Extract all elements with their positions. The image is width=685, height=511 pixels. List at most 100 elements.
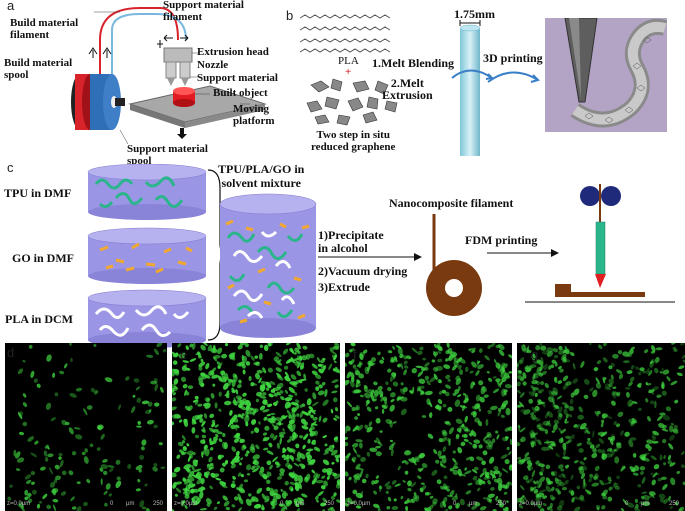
cell — [303, 373, 307, 380]
cell — [203, 471, 210, 477]
cell — [447, 378, 451, 382]
cell — [288, 394, 294, 398]
cell — [258, 421, 261, 425]
cell — [464, 415, 468, 423]
cell — [172, 472, 177, 478]
cell — [433, 343, 438, 349]
cell — [539, 508, 545, 511]
cell — [374, 406, 379, 410]
cell — [400, 408, 407, 416]
cell — [262, 432, 268, 436]
cell — [662, 438, 667, 444]
cell — [97, 424, 104, 430]
cell — [289, 381, 298, 385]
cell — [231, 446, 236, 452]
cell — [584, 427, 589, 434]
cell — [276, 476, 283, 480]
cell — [211, 374, 219, 379]
cell — [345, 362, 347, 367]
cell — [438, 407, 442, 411]
cell — [148, 408, 152, 413]
cell — [433, 449, 438, 455]
cell — [255, 398, 260, 403]
cell — [181, 440, 186, 444]
cell — [385, 490, 389, 494]
cell — [493, 470, 501, 475]
cell — [310, 408, 316, 415]
cell — [44, 444, 49, 449]
cell — [602, 357, 608, 363]
cell — [497, 407, 502, 412]
cell — [565, 381, 572, 386]
cell — [179, 449, 185, 454]
cell — [305, 451, 311, 458]
cell — [100, 478, 103, 486]
cell — [557, 479, 562, 482]
cell — [389, 439, 393, 443]
cell — [532, 372, 536, 381]
cell — [200, 382, 205, 387]
cell — [535, 360, 540, 363]
cell — [551, 496, 556, 500]
cell — [443, 364, 451, 369]
cell — [273, 435, 278, 441]
cell — [192, 451, 196, 456]
cell — [530, 441, 535, 448]
cell — [65, 421, 70, 426]
cell — [246, 411, 255, 415]
cell — [585, 430, 591, 434]
cell — [238, 507, 242, 511]
cell — [479, 472, 485, 478]
cell — [449, 467, 455, 472]
label-pla-dcm: PLA in DCM — [5, 312, 74, 326]
cell — [187, 455, 191, 462]
cell — [71, 506, 77, 510]
cell — [558, 412, 563, 418]
cell — [352, 364, 357, 369]
micrograph-d-unit: µm — [126, 501, 135, 507]
cell — [174, 493, 178, 497]
cell — [16, 457, 25, 463]
cell — [324, 447, 330, 453]
cell — [421, 415, 427, 418]
cell — [483, 394, 489, 398]
cell — [476, 404, 481, 409]
cell — [390, 357, 395, 362]
cell — [579, 427, 588, 430]
cell — [447, 347, 453, 354]
cell — [375, 418, 381, 424]
cell — [267, 403, 273, 408]
cell — [221, 485, 228, 489]
cell — [533, 488, 539, 494]
cell — [471, 469, 478, 474]
cell — [262, 409, 270, 413]
cell — [270, 415, 276, 421]
cell — [500, 403, 507, 410]
cell — [311, 401, 319, 407]
cell — [285, 343, 292, 346]
cell — [135, 465, 143, 470]
cell — [36, 503, 41, 509]
tpu-cylinder — [87, 164, 207, 220]
cell — [286, 447, 293, 453]
cell — [294, 477, 299, 482]
cell — [374, 440, 377, 443]
cell — [601, 505, 606, 510]
cell — [33, 378, 38, 383]
cell — [662, 369, 670, 375]
cell — [332, 472, 337, 477]
micrograph-d: d z=0.0µm 0 µm 250 — [5, 343, 167, 511]
cell — [579, 461, 585, 465]
cell — [438, 391, 443, 395]
cell — [532, 417, 539, 421]
cell — [173, 368, 180, 374]
cell — [262, 399, 268, 404]
cell — [125, 376, 130, 381]
cell — [661, 381, 665, 390]
cell — [558, 438, 564, 444]
micrograph-f-zero: 0 — [453, 501, 457, 507]
cell — [244, 343, 249, 348]
micrograph-f-unit: µm — [469, 501, 478, 507]
cell — [532, 480, 537, 485]
cell — [477, 364, 484, 370]
